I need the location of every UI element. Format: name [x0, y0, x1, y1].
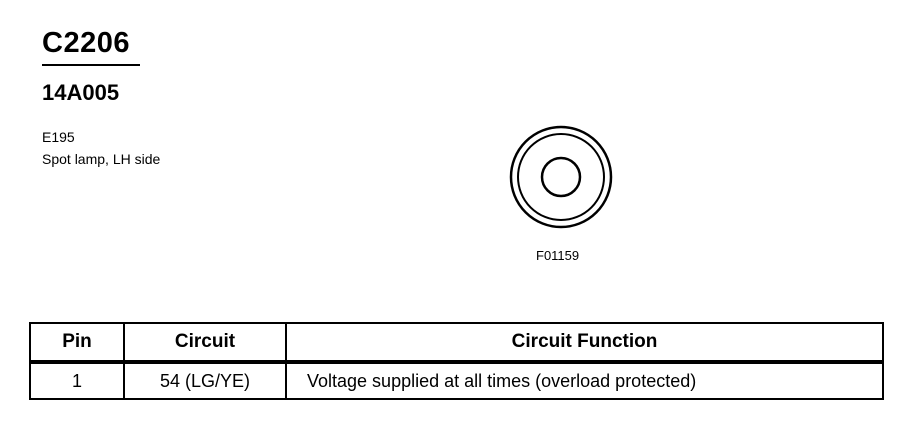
- table-header-row: Pin Circuit Circuit Function: [29, 322, 884, 364]
- cell-circuit-function: Voltage supplied at all times (overload …: [285, 361, 884, 400]
- location-code: E195: [42, 129, 75, 145]
- pin-table: Pin Circuit Circuit Function 1 54 (LG/YE…: [29, 322, 884, 400]
- title-underline: [42, 64, 140, 66]
- header-pin: Pin: [29, 322, 125, 364]
- connector-outer-ring: [509, 125, 613, 229]
- part-number: 14A005: [42, 80, 120, 105]
- round-single-pin-connector-face-icon: [509, 125, 613, 229]
- figure-code: F01159: [536, 248, 580, 263]
- header-circuit: Circuit: [123, 322, 287, 364]
- connector-inner-ring: [517, 133, 605, 221]
- cell-circuit: 54 (LG/YE): [123, 361, 287, 400]
- table-row: 1 54 (LG/YE) Voltage supplied at all tim…: [29, 361, 884, 400]
- location-description: Spot lamp, LH side: [42, 151, 161, 167]
- connector-pin-terminal: [540, 156, 582, 198]
- cell-pin: 1: [29, 361, 125, 400]
- header-circuit-function: Circuit Function: [285, 322, 884, 364]
- connector-id: C2206: [42, 27, 130, 59]
